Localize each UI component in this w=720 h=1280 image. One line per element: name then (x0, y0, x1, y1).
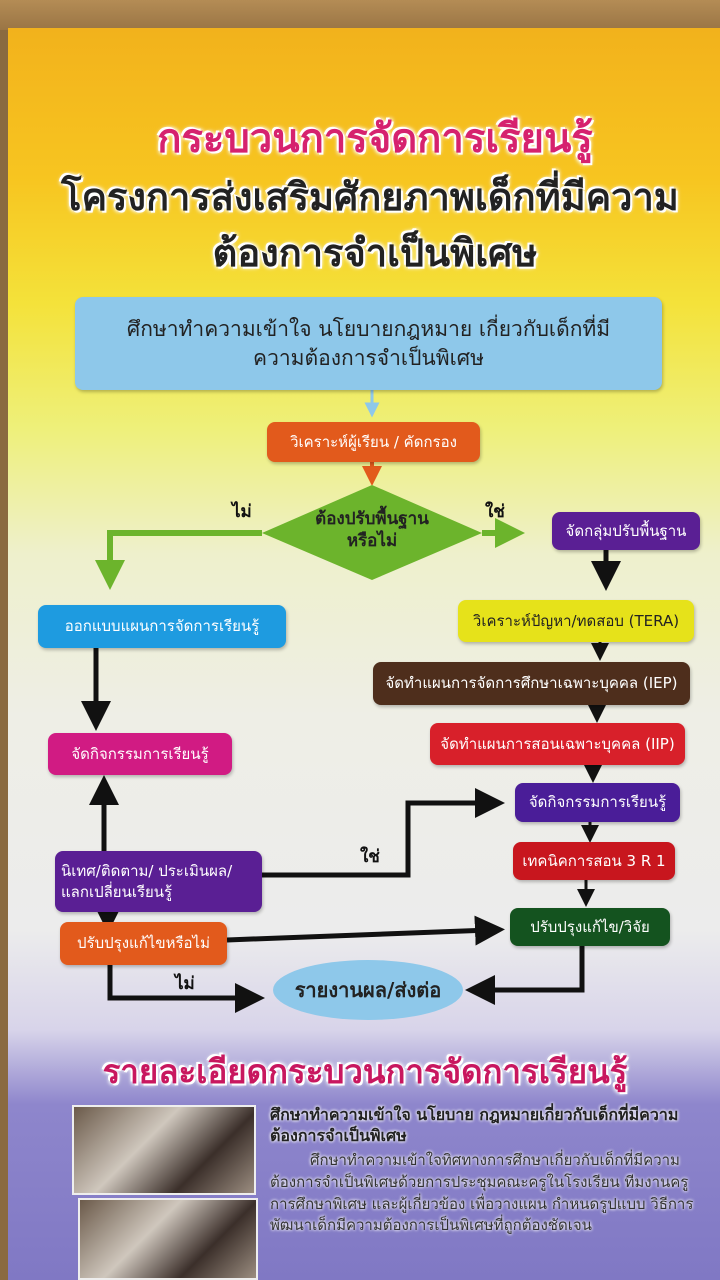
iep-box: จัดทำแผนการจัดการศึกษาเฉพาะบุคคล (IEP) (373, 662, 690, 705)
decision-diamond (262, 485, 482, 580)
meeting-photo-2 (78, 1198, 258, 1280)
report-ellipse: รายงานผล/ส่งต่อ (273, 960, 463, 1020)
details-subheading: ศึกษาทำความเข้าใจ นโยบาย กฎหมายเกี่ยวกับ… (270, 1105, 679, 1145)
title-line3: ต้องการจำเป็นพิเศษ (212, 231, 538, 275)
activities-right-box: จัดกิจกรรมการเรียนรู้ (515, 783, 680, 822)
wall-frame (0, 0, 720, 30)
meeting-photo-1 (72, 1105, 256, 1195)
study-policy-box: ศึกษาทำความเข้าใจ นโยบายกฎหมาย เกี่ยวกับ… (75, 297, 662, 390)
no-label-1: ไม่ (232, 502, 252, 522)
no-label-2: ไม่ (175, 974, 195, 994)
technique-box: เทคนิคการสอน 3 R 1 (513, 842, 675, 880)
details-body: ศึกษาทำความเข้าใจทิศทางการศึกษาเกี่ยวกับ… (270, 1151, 694, 1235)
design-plan-box: ออกแบบแผนการจัดการเรียนรู้ (38, 605, 286, 648)
supervise-box: นิเทศ/ติดตาม/ ประเมินผล/ แลกเปลี่ยนเรียน… (55, 851, 262, 912)
title-line2: โครงการส่งเสริมศักยภาพเด็กที่มีความ (61, 175, 679, 219)
improve-research-box: ปรับปรุงแก้ไข/วิจัย (510, 908, 670, 946)
yes-label-2: ใช่ (360, 847, 380, 867)
iip-box: จัดทำแผนการสอนเฉพาะบุคคล (IIP) (430, 723, 685, 765)
activities-left-box: จัดกิจกรรมการเรียนรู้ (48, 733, 232, 775)
yes-label-1: ใช่ (485, 502, 505, 522)
decision-text: ต้องปรับพื้นฐานหรือไม่ (315, 509, 429, 552)
details-heading: รายละเอียดกระบวนการจัดการเรียนรู้ (102, 1052, 628, 1091)
group-box: จัดกลุ่มปรับพื้นฐาน (552, 512, 700, 550)
analyze-learner-box: วิเคราะห์ผู้เรียน / คัดกรอง (267, 422, 480, 462)
improve-question-box: ปรับปรุงแก้ไขหรือไม่ (60, 922, 227, 965)
tera-box: วิเคราะห์ปัญหา/ทดสอบ (TERA) (458, 600, 694, 642)
title-line1: กระบวนการจัดการเรียนรู้ (157, 116, 593, 162)
